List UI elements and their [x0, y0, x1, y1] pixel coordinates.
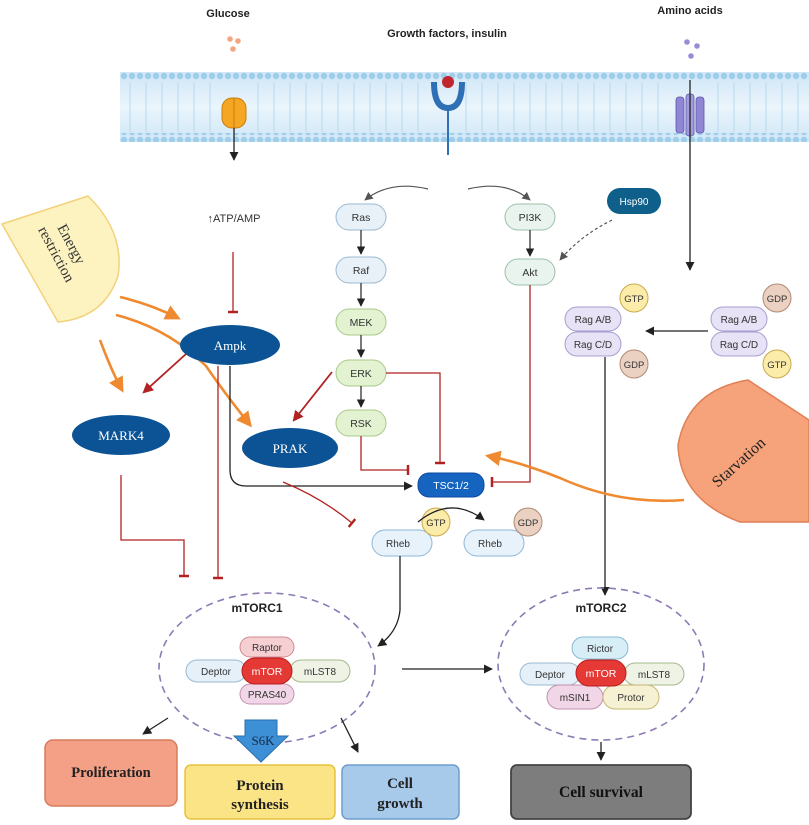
- s6k-arrow-icon: S6K: [232, 719, 290, 763]
- rheb-to-mtorc1-arrow: [377, 556, 401, 647]
- mtorc1-raptor-label: Raptor: [252, 643, 283, 654]
- rsk-label: RSK: [350, 418, 372, 430]
- tsc12-node: TSC1/2: [417, 472, 485, 498]
- ampk-to-tsc-arrow: [229, 366, 413, 491]
- mtorc2-title: mTORC2: [575, 601, 626, 615]
- raf-node: Raf: [335, 256, 387, 284]
- atp-amp-label: ↑ATP/AMP: [208, 213, 261, 225]
- glucose-transporter-icon: [221, 97, 247, 161]
- mtorc1-deptor-label: Deptor: [201, 667, 232, 678]
- rheb-right-label: Rheb: [478, 539, 502, 550]
- mtorc2-mtor-label: mTOR: [586, 668, 617, 680]
- mek-node: MEK: [335, 308, 387, 336]
- mtorc2-complex: Rictor Deptor mLST8 mSIN1 Protor mTOR: [519, 636, 685, 710]
- ras-node: Ras: [335, 203, 387, 231]
- raf-label: Raf: [353, 265, 369, 277]
- erk-inhibits-tsc-arrow: [386, 372, 446, 465]
- mtorc2-msin1-label: mSIN1: [560, 693, 591, 704]
- amino-acid-molecules-icon: [684, 39, 700, 59]
- hsp90-node: Hsp90: [607, 188, 661, 214]
- mtorc1-mlst8-label: mLST8: [304, 667, 337, 678]
- rag-right-group: Rag A/B Rag C/D GDP GTP: [710, 283, 792, 379]
- rsk-inhibits-tsc-arrow: [360, 436, 410, 476]
- rag-ab-right-label: Rag A/B: [721, 315, 758, 326]
- glucose-molecules-icon: [227, 36, 241, 52]
- rheb-left-label: Rheb: [386, 539, 410, 550]
- mtorc2-rictor-label: Rictor: [587, 644, 614, 655]
- starvation-shape: Starvation: [677, 379, 809, 523]
- rag-ab-left-label: Rag A/B: [575, 315, 612, 326]
- mtorc1-title: mTORC1: [231, 601, 282, 615]
- glucose-label: Glucose: [206, 8, 249, 20]
- protein-synthesis-label-1: Protein: [236, 778, 284, 794]
- mtorc2-mlst8-label: mLST8: [638, 670, 671, 681]
- rsk-node: RSK: [335, 409, 387, 437]
- mtorc1-to-cell-growth-arrow: [340, 717, 359, 753]
- erk-label: ERK: [350, 368, 372, 380]
- receptor-to-ras-arrow: [364, 185, 429, 201]
- s6k-label: S6K: [251, 733, 275, 748]
- pi3k-label: PI3K: [519, 212, 542, 224]
- energy-restriction-arrows: [98, 295, 252, 428]
- ampk-label: Ampk: [214, 338, 247, 353]
- proliferation-box: Proliferation: [44, 739, 178, 807]
- mtorc1-complex: Raptor PRAS40 Deptor mLST8 mTOR: [185, 636, 351, 705]
- rheb-gdp-node: Rheb GDP: [463, 507, 543, 557]
- mek-label: MEK: [350, 317, 373, 329]
- proliferation-label: Proliferation: [71, 765, 150, 781]
- mark4-label: MARK4: [98, 428, 144, 443]
- receptor-to-pi3k-arrow: [467, 185, 531, 201]
- rheb-gdp-label: GDP: [518, 518, 539, 529]
- akt-label: Akt: [522, 267, 537, 279]
- ampk-node: [180, 325, 280, 365]
- amino-acids-label: Amino acids: [657, 5, 722, 17]
- cell-survival-label: Cell survival: [559, 784, 644, 801]
- rag-right-gdp-label: GDP: [767, 294, 788, 305]
- ampk-to-mark4-arrow: [142, 353, 187, 394]
- rag-left-group: Rag A/B Rag C/D GTP GDP: [564, 283, 649, 379]
- prak-node: [242, 428, 338, 468]
- rag-left-gtp-label: GTP: [624, 294, 644, 305]
- rag-left-gdp-label: GDP: [624, 360, 645, 371]
- rag-right-gtp-label: GTP: [767, 360, 787, 371]
- prak-inhibits-rheb-arrow: [282, 481, 357, 528]
- protein-synthesis-label-2: synthesis: [231, 797, 289, 813]
- ras-label: Ras: [352, 212, 371, 224]
- mtorc2-deptor-label: Deptor: [535, 670, 566, 681]
- rag-cd-right-label: Rag C/D: [720, 340, 758, 351]
- mtorc2-protor-label: Protor: [617, 693, 645, 704]
- amino-acid-transporter-icon: [675, 80, 705, 271]
- insulin-receptor-icon: [431, 76, 465, 155]
- hsp90-label: Hsp90: [620, 197, 649, 208]
- mark4-node: [72, 415, 170, 455]
- rheb-gtp-node: Rheb GTP: [371, 507, 451, 557]
- rag-cd-left-label: Rag C/D: [574, 340, 612, 351]
- cell-growth-label-2: growth: [377, 796, 423, 812]
- cell-growth-box: Cell growth: [341, 764, 460, 820]
- erk-to-prak-arrow: [292, 371, 333, 422]
- rheb-gtp-label: GTP: [426, 518, 446, 529]
- akt-inhibits-tsc-arrow: [490, 285, 531, 488]
- cell-growth-label-1: Cell: [387, 776, 413, 792]
- cell-survival-box: Cell survival: [510, 764, 692, 820]
- mtorc2-boundary: [497, 587, 705, 741]
- growth-factors-label: Growth factors, insulin: [387, 28, 507, 40]
- mark4-inhibits-mtorc1-arrow: [120, 475, 190, 578]
- akt-node: Akt: [504, 258, 556, 286]
- hsp90-to-akt-arrow: [559, 219, 613, 261]
- tsc12-label: TSC1/2: [433, 480, 469, 492]
- pi3k-node: PI3K: [504, 203, 556, 231]
- mtorc1-to-proliferation-arrow: [142, 717, 169, 735]
- erk-node: ERK: [335, 359, 387, 387]
- rheb-gtp-hydrolysis-arrow: [417, 507, 485, 523]
- mtorc1-mtor-label: mTOR: [252, 666, 283, 678]
- prak-label: PRAK: [273, 441, 308, 456]
- starvation-to-tsc-arrow: [484, 450, 685, 503]
- energy-restriction-shape: Energy restriction: [0, 195, 120, 323]
- mtorc1-pras40-label: PRAS40: [248, 690, 287, 701]
- protein-synthesis-box: Protein synthesis: [184, 764, 336, 820]
